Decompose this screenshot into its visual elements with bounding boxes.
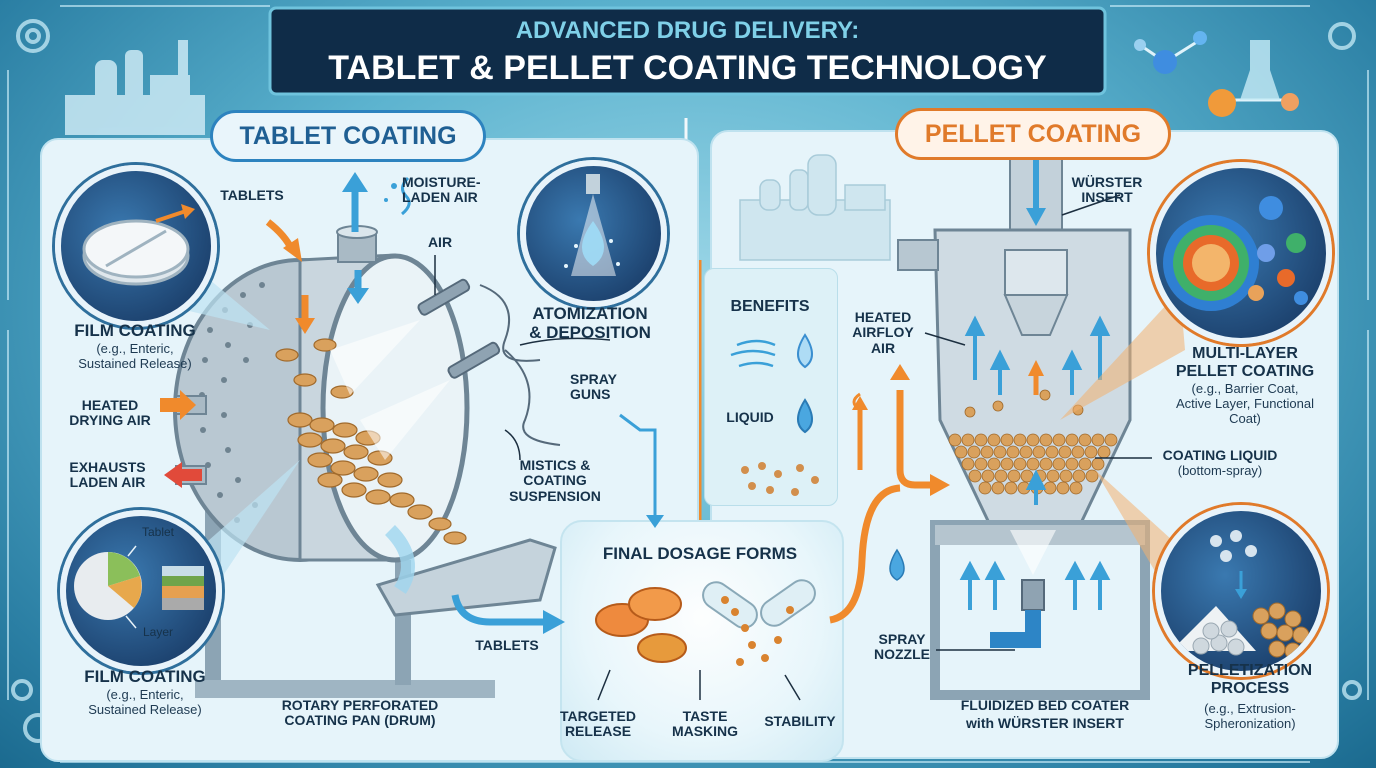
heated-airflow-label: HEATED AIRFLOY AIR [852, 309, 914, 356]
coating-drum [173, 225, 561, 698]
atomization-label: ATOMIZATION & DEPOSITION [529, 304, 651, 342]
benefits-icons [730, 333, 819, 496]
title-banner [268, 6, 1107, 96]
mistics-label: MISTICS & COATING SUSPENSION [509, 457, 601, 504]
spray-guns-label: SPRAY GUNS [570, 371, 617, 403]
spray-nozzle-icon [564, 174, 620, 276]
tablet-coating-heading: TABLET COATING [210, 110, 486, 162]
factory-icon [65, 40, 205, 135]
coating-liquid-label: COATING LIQUID [1162, 447, 1278, 463]
benefit-targeted-release: TARGETED RELEASE [560, 708, 636, 740]
fluidized-bed-coater [739, 129, 1185, 700]
spray-nozzle-label: SPRAY NOZZLE [874, 631, 930, 663]
layer-diagram [74, 545, 204, 629]
page-title: TABLET & PELLET COATING TECHNOLOGY [328, 49, 1047, 87]
film-coating-bottom-title: FILM COATING [84, 667, 206, 686]
benefits-title: BENEFITS [730, 298, 810, 315]
final-dosage-panel [560, 520, 844, 762]
multilayer-sub: (e.g., Barrier Coat, Active Layer, Funct… [1175, 381, 1315, 426]
coating-pan-label: ROTARY PERFORATED COATING PAN (DRUM) [281, 697, 439, 729]
final-dosage-title: FINAL DOSAGE FORMS [602, 544, 798, 563]
atomization-circle [520, 160, 667, 307]
tablet-icon [82, 204, 195, 286]
tablets-in-label: TABLETS [220, 187, 284, 203]
multilayer-pellet-circle [1150, 162, 1332, 344]
film-coating-top-sub: (e.g., Enteric, Sustained Release) [78, 341, 192, 371]
molecule-icon [1134, 31, 1299, 117]
coater-label-line2: with WÜRSTER INSERT [966, 715, 1124, 731]
pellet-coating-heading: PELLET COATING [895, 108, 1171, 160]
tablet-closeup-circle [55, 165, 217, 327]
pelletization-sub: (e.g., Extrusion- Spheronization) [1204, 701, 1296, 731]
benefit-taste-masking: TASTE MASKING [671, 708, 739, 740]
inset-tablet-label: Tablet [141, 525, 175, 539]
film-coating-top-title: FILM COATING [74, 321, 196, 340]
tablets-out-label: TABLETS [475, 637, 539, 653]
air-label: AIR [427, 234, 453, 250]
pelletization-icon [1171, 530, 1310, 660]
multilayer-title: MULTI-LAYER PELLET COATING [1175, 345, 1315, 380]
pelletization-circle [1155, 505, 1327, 677]
pellet-layers-icon [1163, 196, 1308, 311]
moisture-air-label: MOISTURE- LADEN AIR [402, 174, 481, 206]
heated-drying-air-label: HEATED DRYING AIR [69, 397, 151, 429]
film-coating-bottom-sub: (e.g., Enteric, Sustained Release) [88, 687, 202, 717]
benefit-stability: STABILITY [764, 713, 836, 729]
exhausts-label: EXHAUSTS LADEN AIR [69, 459, 146, 491]
pelletization-title: PELLETIZATION PROCESS [1187, 662, 1313, 697]
coating-liquid-sub: (bottom-spray) [1177, 463, 1263, 478]
dosage-forms [595, 579, 816, 701]
liquid-label: LIQUID [726, 409, 774, 425]
benefits-panel [704, 268, 838, 506]
inset-layer-label: Layer [142, 625, 174, 639]
coater-label-line1: FLUIDIZED BED COATER [960, 697, 1130, 713]
title-line-1: ADVANCED DRUG DELIVERY: [515, 17, 860, 44]
flow-arrows-tablet [160, 172, 664, 634]
wurster-insert-label: WÜRSTER INSERT [1071, 174, 1143, 206]
tablet-layer-circle [60, 510, 222, 672]
